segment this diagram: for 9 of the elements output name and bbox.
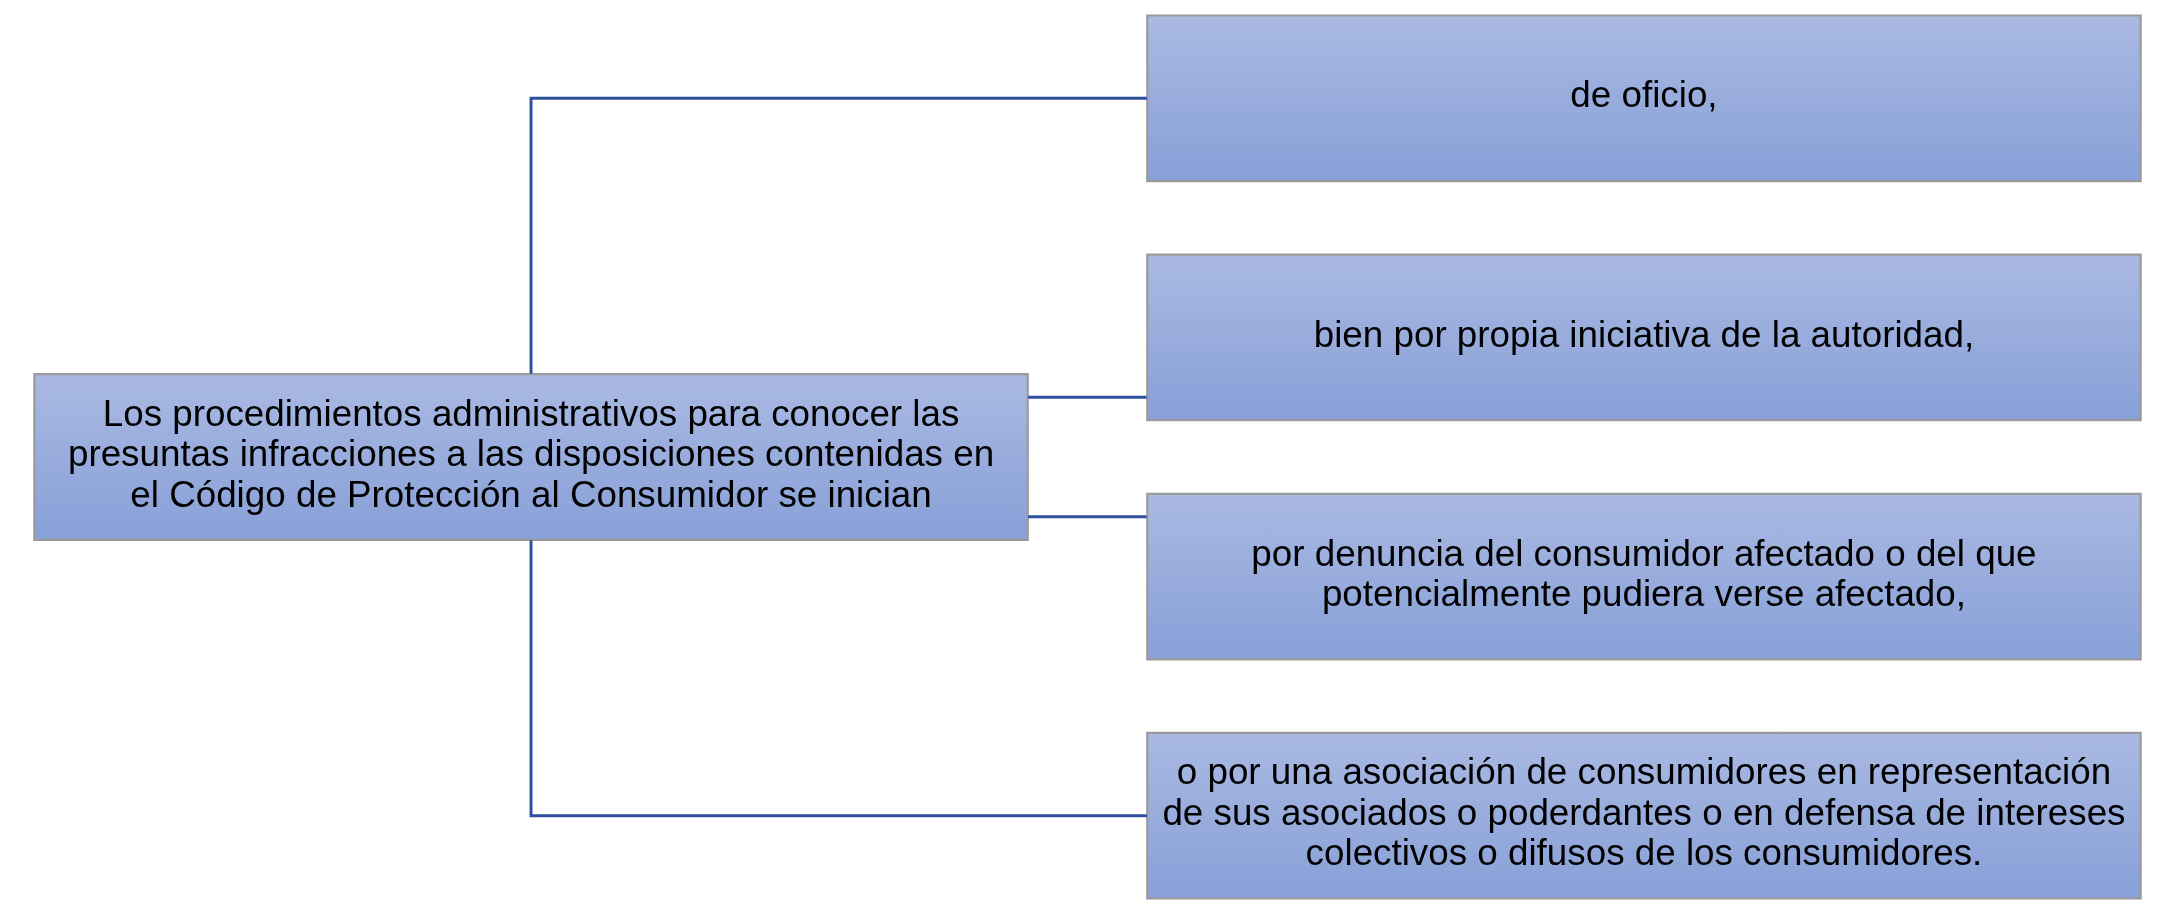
connector [529,540,1147,818]
node-box: o por una asociación de consumidores en representación de sus asociados o poderdantes o en defensa de intereses colectivos o difusos de los consumidores. [1146,731,2142,900]
connector [1028,395,1147,399]
connector [1028,515,1147,519]
connector [529,96,1147,374]
node-box: bien por propia iniciativa de la autoridad, [1146,253,2142,422]
node-box: de oficio, [1146,14,2142,183]
node-box: por denuncia del consumidor afectado o del que potencialmente pudiera verse afectado, [1146,492,2142,661]
node-box: Los procedimientos administrativos para conocer las presuntas infracciones a las disposiciones contenidas en el Código de Protección al Consumidor se inician [33,373,1029,541]
